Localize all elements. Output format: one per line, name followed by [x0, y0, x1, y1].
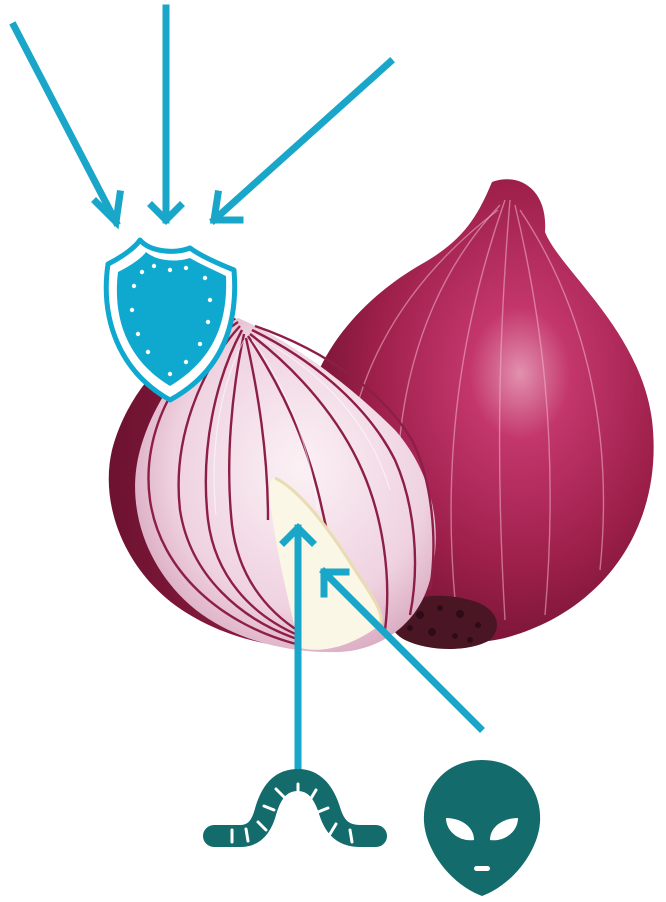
worm-icon — [214, 780, 376, 842]
arrow-inbound-right — [214, 62, 390, 220]
alien-mouth — [474, 866, 490, 871]
arrow-inbound-left — [14, 26, 120, 222]
alien-head-icon — [424, 760, 540, 896]
arrow-inbound-center — [152, 8, 180, 220]
inbound-arrows — [14, 8, 390, 222]
